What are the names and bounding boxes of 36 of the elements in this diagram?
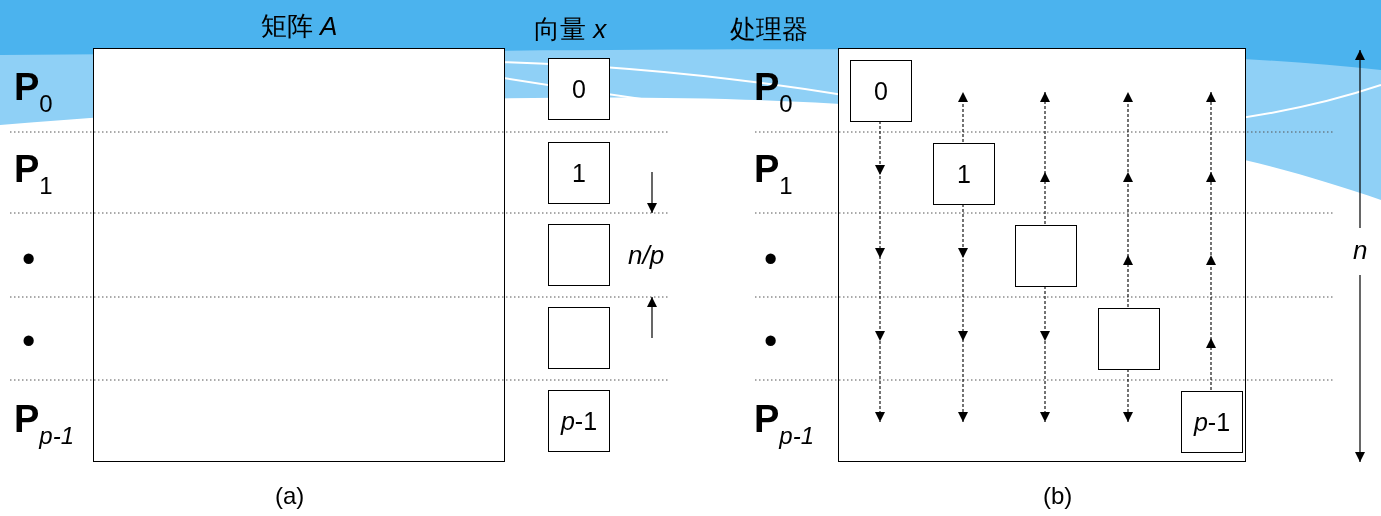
dashed-arrow xyxy=(958,91,968,143)
vector-block-box: 0 xyxy=(548,58,610,120)
vector-block-box: p-1 xyxy=(548,390,610,452)
processor-grid-box xyxy=(838,48,1246,462)
caption-label: (a) xyxy=(275,484,305,508)
processor-block-box xyxy=(1098,308,1160,370)
matrix-heading: 矩阵 A xyxy=(260,13,338,39)
vector-block-box xyxy=(548,307,610,369)
processor-block-box: 1 xyxy=(933,143,995,205)
dashed-arrow xyxy=(1123,368,1133,423)
dimension-label: n xyxy=(1353,237,1368,263)
heading-label: 处理器 xyxy=(730,16,808,42)
dashed-arrow xyxy=(1040,91,1050,225)
processor-block-box: 0 xyxy=(850,60,912,122)
dashed-arrow xyxy=(1040,285,1050,423)
dashed-arrow xyxy=(958,203,968,423)
caption-label: (b) xyxy=(1043,484,1073,508)
vector-block-box: 1 xyxy=(548,142,610,204)
bullet-label: • xyxy=(764,322,778,360)
processor-label: P$_{p-1}$ xyxy=(754,400,815,448)
processor-block-box xyxy=(1015,225,1077,287)
dashed-arrow xyxy=(1206,91,1216,391)
processor-label: P$_{0}$ xyxy=(754,68,793,116)
dimension-label: n/p xyxy=(628,242,665,268)
dashed-arrow xyxy=(1123,91,1133,308)
processor-label: P$_{1}$ xyxy=(14,150,53,198)
heading-label: 向量 x xyxy=(534,16,607,42)
processor-label: P$_{1}$ xyxy=(754,150,793,198)
bullet-label: • xyxy=(764,240,778,278)
dashed-arrow xyxy=(875,120,885,423)
vector-block-box xyxy=(548,224,610,286)
processor-label: P$_{0}$ xyxy=(14,68,53,116)
processor-label: P$_{p-1}$ xyxy=(14,400,75,448)
processor-block-box: p-1 xyxy=(1181,391,1243,453)
bullet-label: • xyxy=(22,240,36,278)
bullet-label: • xyxy=(22,322,36,360)
